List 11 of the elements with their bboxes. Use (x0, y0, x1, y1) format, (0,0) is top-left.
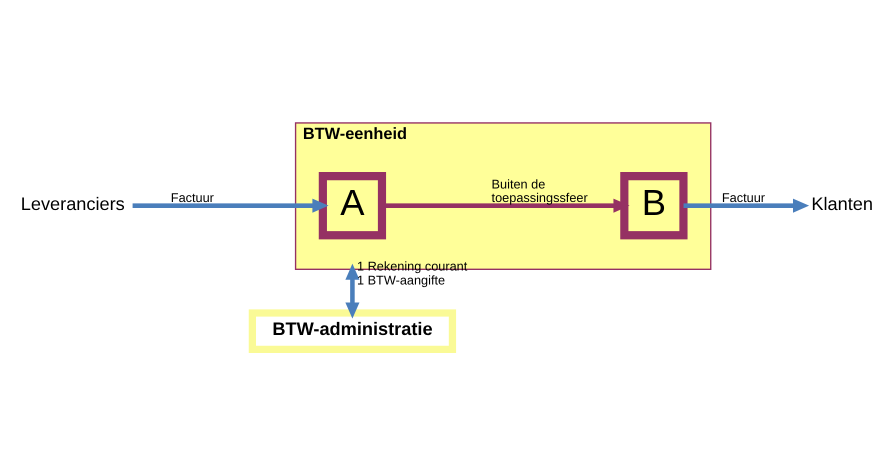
edge-label: Buiten de toepassingssfeer (492, 176, 588, 206)
arrow (684, 198, 810, 213)
edge-label: Factuur (722, 190, 766, 206)
arrow (345, 264, 360, 319)
node-box: B (620, 172, 688, 240)
node-text: Klanten (811, 194, 873, 214)
arrow (132, 198, 329, 213)
node-box: A (318, 172, 386, 240)
edge-label: Factuur (170, 190, 214, 206)
node-box: BTW-administratie (248, 309, 456, 353)
node-text: Leveranciers (20, 194, 125, 214)
